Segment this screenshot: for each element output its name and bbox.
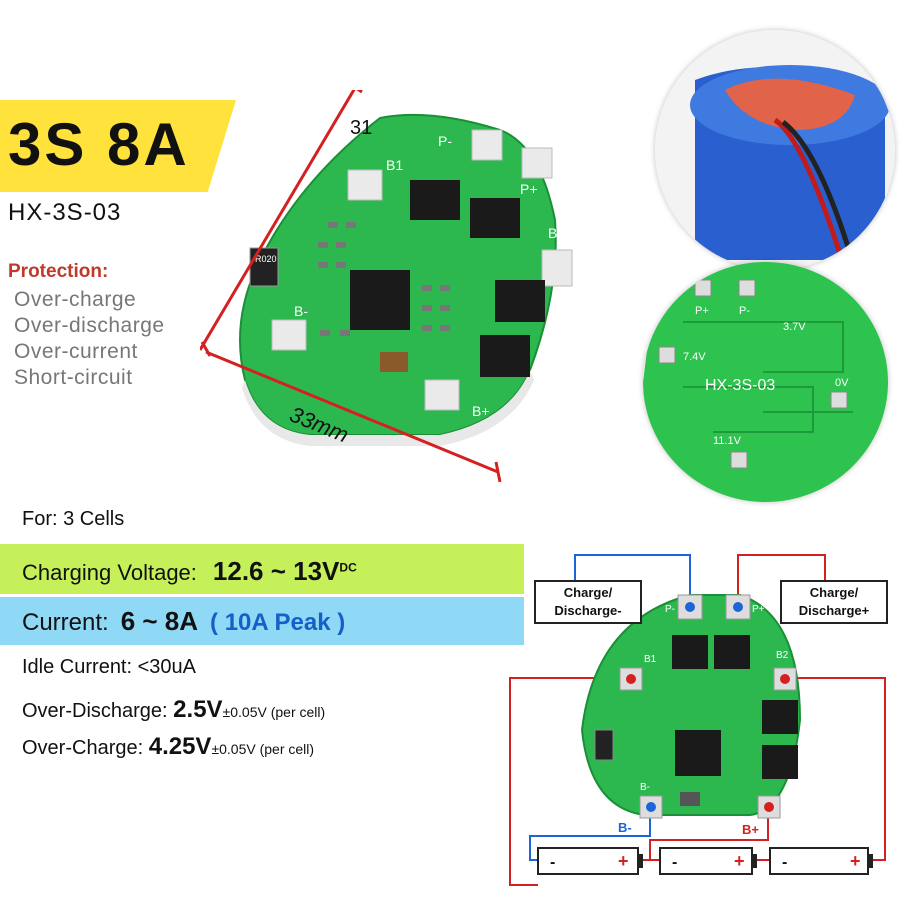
pcb-label-b-plus: B+ — [472, 403, 490, 419]
wire-red-left — [509, 677, 628, 886]
current-band — [0, 597, 524, 645]
ic-chip — [350, 270, 410, 330]
resistor-label: R020 — [255, 254, 277, 264]
cell-plus: + — [734, 851, 745, 871]
overdischarge-value: 2.5V — [173, 696, 223, 723]
cell-minus: - — [550, 854, 555, 871]
wiring-pcb-p-plus: P+ — [752, 604, 765, 615]
mosfet-chip — [470, 198, 520, 238]
voltage-unit: DC — [339, 560, 357, 575]
wiring-pcb-b-plus: B+ — [782, 798, 795, 809]
cell-minus: - — [782, 854, 787, 871]
wiring-diagram: B1 B2 B- B+ P- P+ B- B+ - + - + - + — [509, 554, 886, 886]
current-value: 6 ~ 8A — [120, 606, 199, 636]
pcb-label-p-minus: P- — [438, 133, 452, 149]
pad-p-plus — [521, 147, 553, 179]
spec-over-discharge: Over-Discharge: 2.5V±0.05V (per cell) — [22, 696, 325, 724]
zoom-label-7-4v: 7.4V — [683, 351, 706, 363]
protection-item: Over-current — [14, 340, 138, 363]
protection-item: Over-charge — [14, 288, 137, 311]
cell-minus: - — [672, 854, 677, 871]
zoom-label-model: HX-3S-03 — [705, 377, 775, 394]
pcb-label-b2: B2 — [548, 225, 565, 241]
mosfet-chip — [495, 280, 545, 322]
cell-plus: + — [850, 851, 861, 871]
spec-current: Current: 6 ~ 8A ( 10A Peak ) — [22, 606, 345, 637]
wire-blue-bminus — [529, 810, 651, 861]
voltage-value: 12.6 ~ 13V — [212, 556, 340, 586]
wire-blue-top — [574, 554, 691, 600]
pad-b-plus — [424, 379, 460, 411]
wire-red-right — [785, 677, 886, 861]
pad-b-minus-left — [271, 319, 307, 351]
current-peak: ( 10A Peak ) — [210, 609, 346, 636]
battery-cell: - + — [659, 847, 757, 875]
label-b-minus: B- — [618, 820, 632, 835]
pcb-label-b-minus: B- — [294, 303, 308, 319]
label-b-plus: B+ — [742, 822, 759, 837]
pcb-photo: B1 P- P+ B2 B- B+ R020 31 33mm — [200, 90, 573, 483]
zoom-label-11-1v: 11.1V — [713, 435, 742, 447]
pad-b2 — [541, 249, 573, 287]
wiring-pcb-b2: B2 — [776, 650, 789, 661]
overdischarge-tolerance: ±0.05V (per cell) — [222, 704, 326, 720]
spec-idle-current: Idle Current: <30uA — [22, 656, 196, 678]
mosfet-chip — [480, 335, 530, 377]
pcb-back-zoom: P+ P- 3.7V 7.4V HX-3S-03 0V 11.1V — [643, 262, 888, 502]
wire-red-bplus — [649, 810, 769, 861]
protection-item: Over-discharge — [14, 314, 165, 337]
model-number: HX-3S-03 — [8, 199, 122, 226]
wire-red-top — [737, 554, 826, 600]
product-title: 3S 8A — [8, 111, 190, 178]
label-charge-discharge-minus: Charge/ Discharge- — [534, 580, 642, 624]
cell-plus: + — [618, 851, 629, 871]
protection-item: Short-circuit — [14, 366, 133, 389]
zoom-label-p-minus: P- — [739, 305, 750, 317]
pcb-label-p-plus: P+ — [520, 181, 538, 197]
spec-charging-voltage: Charging Voltage: 12.6 ~ 13VDC — [22, 556, 357, 587]
voltage-band — [0, 544, 524, 594]
voltage-label: Charging Voltage: — [22, 560, 197, 585]
pcb-label-b1: B1 — [386, 157, 403, 173]
battery-cell: - + — [769, 847, 873, 875]
zoom-label-p-plus: P+ — [695, 305, 709, 317]
pad-p-minus — [471, 129, 503, 161]
protection-heading: Protection: — [8, 261, 109, 282]
label-charge-discharge-plus: Charge/ Discharge+ — [780, 580, 888, 624]
battery-pack-photo — [655, 30, 895, 270]
current-label: Current: — [22, 609, 109, 636]
title-badge — [0, 100, 236, 192]
dimension-line-width — [205, 350, 499, 474]
spec-cells: For: 3 Cells — [22, 508, 125, 530]
overcharge-tolerance: ±0.05V (per cell) — [211, 741, 315, 757]
overcharge-value: 4.25V — [148, 733, 212, 760]
zoom-label-0v: 0V — [835, 377, 849, 389]
dimension-height-label: 31 — [350, 117, 372, 139]
overdischarge-label: Over-Discharge: — [22, 700, 168, 722]
wiring-pcb-b1: B1 — [644, 654, 657, 665]
pad-p-plus-dot — [733, 602, 743, 612]
pad-b1 — [347, 169, 383, 201]
spec-over-charge: Over-Charge: 4.25V±0.05V (per cell) — [22, 733, 314, 761]
zoom-label-3-7v: 3.7V — [783, 321, 806, 333]
overcharge-label: Over-Charge: — [22, 737, 144, 759]
pad-p-minus-dot — [685, 602, 695, 612]
capacitor — [380, 352, 408, 372]
dimension-line-height — [200, 90, 356, 351]
wiring-pcb-p-minus: P- — [665, 604, 675, 615]
resistor — [249, 247, 279, 287]
mosfet-chip — [410, 180, 460, 220]
wiring-pcb-b-minus: B- — [640, 782, 650, 793]
battery-cell: - + — [537, 847, 643, 875]
